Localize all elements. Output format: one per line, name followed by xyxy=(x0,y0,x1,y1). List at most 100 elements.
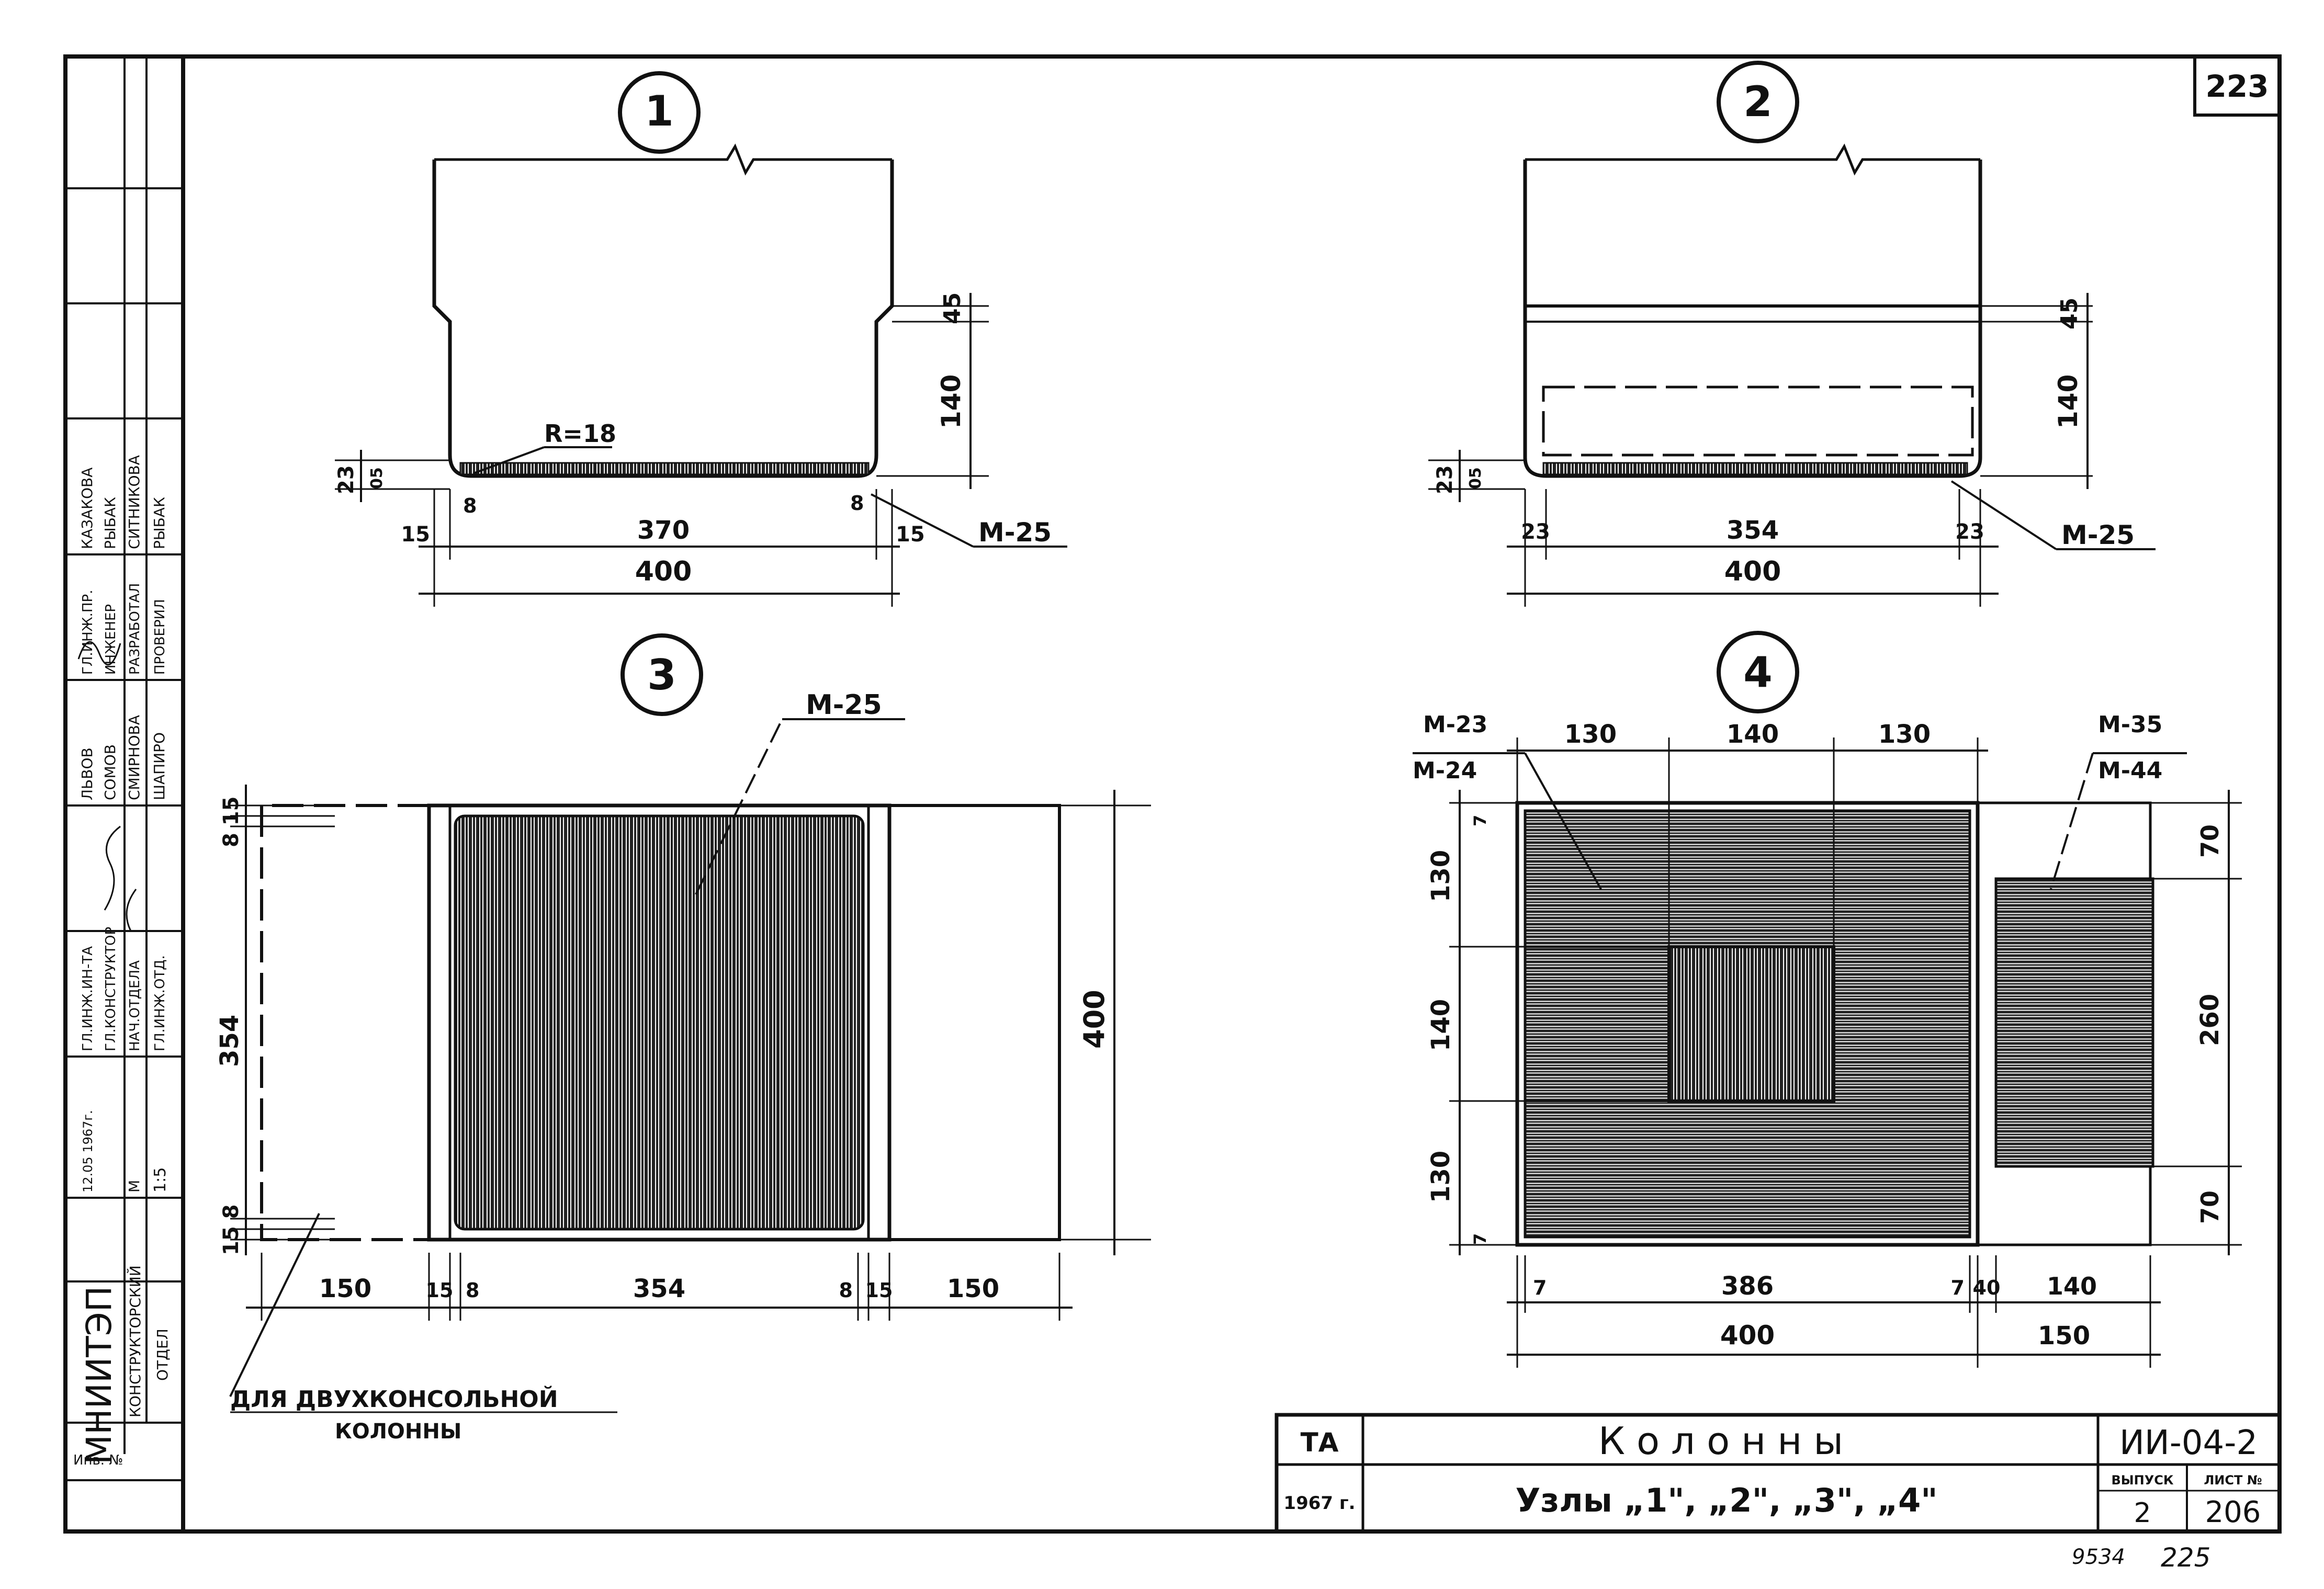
stamp-role-4: ПРОВЕРИЛ xyxy=(152,599,168,675)
console-note-line2: КОЛОННЫ xyxy=(335,1420,461,1444)
view-marker-3-label: 3 xyxy=(647,651,676,699)
stamp-name-3: СИТНИКОВА xyxy=(126,455,143,549)
stamp-dept-line2: ОТДЕЛ xyxy=(154,1329,171,1381)
stamp-name-5: ЛЬВОВ xyxy=(78,747,96,800)
title-year: 1967 г. xyxy=(1283,1493,1355,1514)
dim-3-8r: 8 xyxy=(839,1279,853,1302)
stamp-name-1: КАЗАКОВА xyxy=(78,468,96,549)
console-note-line1: ДЛЯ ДВУХКОНСОЛЬНОЙ xyxy=(230,1385,558,1413)
stamp-name-4: РЫБАК xyxy=(151,497,168,549)
stamp-scale-label: М xyxy=(126,1180,143,1193)
dim-3-15l: 15 xyxy=(426,1279,454,1302)
dim-4-b386: 386 xyxy=(1721,1272,1774,1301)
dim-4-l7a: 7 xyxy=(1470,815,1490,826)
break-line xyxy=(434,143,892,176)
view-marker-1-label: 1 xyxy=(645,87,674,135)
footer-page-number: 225 xyxy=(2161,1542,2210,1573)
stamp-name-2: РЫБАК xyxy=(101,497,119,549)
embedded-plate-M25-2 xyxy=(1542,462,1968,475)
dim-4-r70a: 70 xyxy=(2196,824,2224,858)
dim-4-b140: 140 xyxy=(2047,1272,2097,1300)
signature-scribble xyxy=(77,641,137,932)
dim-3-400: 400 xyxy=(1078,990,1111,1049)
mark-label-4r-top: M-35 xyxy=(2098,711,2162,738)
stamp-name-7: СМИРНОВА xyxy=(126,715,143,800)
page-number-box: 223 xyxy=(2193,55,2281,117)
sheet-number: 206 xyxy=(2205,1495,2261,1529)
view-marker-2-label: 2 xyxy=(1743,77,1773,126)
dim-4-t130b: 130 xyxy=(1878,720,1931,749)
column-face-3 xyxy=(427,803,892,1242)
view-4: 4 M-23 M-24 M-35 M-44 130 140 130 xyxy=(1413,631,2242,1368)
dim-1-15l: 15 xyxy=(401,523,430,547)
mark-label-4-top: M-23 xyxy=(1423,711,1487,738)
break-line-2 xyxy=(1525,143,1980,176)
dim-4-l130a: 130 xyxy=(1426,850,1456,902)
mark-label-4r-bottom: M-44 xyxy=(2098,757,2162,784)
console-outline-left xyxy=(260,804,429,1241)
stamp-date: 12.05 1967г. xyxy=(81,1110,95,1193)
title-series-code: ТА xyxy=(1301,1427,1339,1458)
dim-1-23: 23 xyxy=(334,465,358,494)
dim-2-23: 23 xyxy=(1433,465,1457,494)
embedded-plate-M25-3 xyxy=(454,814,865,1231)
drawing-subtitle: Узлы „1", „2", „3", „4" xyxy=(1515,1481,1937,1519)
sheet-label: ЛИСТ № xyxy=(2204,1473,2262,1488)
dim-1-400: 400 xyxy=(635,556,692,587)
drawing-title: Колонны xyxy=(1598,1419,1855,1463)
stamp-org: МНИИТЭП xyxy=(79,1286,119,1465)
dim-3-815: 8 15 xyxy=(219,797,243,847)
console-outline-right xyxy=(889,804,1061,1241)
dim-4-t140: 140 xyxy=(1727,720,1779,749)
dim-4-l130b: 130 xyxy=(1426,1151,1456,1203)
stamp-role-6: ГЛ.КОНСТРУКТОР xyxy=(103,927,119,1051)
view-marker-4 xyxy=(1717,631,1799,713)
view-marker-4-label: 4 xyxy=(1743,648,1773,697)
mark-label-1: M-25 xyxy=(978,517,1052,548)
dim-3-150l: 150 xyxy=(319,1274,371,1303)
issue-label: ВЫПУСК xyxy=(2112,1473,2174,1488)
sheet-frame xyxy=(63,54,2282,1534)
column-section-2 xyxy=(1523,160,1982,478)
stamp-role-8: ГЛ.ИНЖ.ОТД. xyxy=(152,955,168,1051)
mark-label-2: M-25 xyxy=(2061,520,2135,550)
dim-3-354v: 354 xyxy=(215,1015,244,1067)
stamp-dept-line1: КОНСТРУКТОРСКИЙ xyxy=(126,1265,144,1417)
dim-2-23l: 23 xyxy=(1521,520,1550,544)
dim-4-b400: 400 xyxy=(1720,1320,1775,1350)
title-block: ТА 1967 г. Колонны Узлы „1", „2", „3", „… xyxy=(1274,1413,2282,1534)
embedded-plate-M25 xyxy=(459,462,870,475)
dim-2-05: 05 xyxy=(1466,467,1485,489)
page-number: 223 xyxy=(2205,69,2269,104)
stamp-role-5: ГЛ.ИНЖ.ИН-ТА xyxy=(80,946,96,1051)
dim-2-45: 45 xyxy=(2056,298,2083,330)
dim-4-t130a: 130 xyxy=(1564,720,1617,749)
dim-1-140: 140 xyxy=(936,374,966,429)
dim-3-150r: 150 xyxy=(947,1274,999,1303)
dim-1-8r: 8 xyxy=(850,492,864,515)
dim-3-354h: 354 xyxy=(633,1274,685,1303)
stamp-role-3: РАЗРАБОТАЛ xyxy=(127,583,143,675)
stamp-inv-label: Инв. № xyxy=(73,1452,123,1468)
stamp-name-6: СОМОВ xyxy=(101,744,119,800)
doc-code: ИИ-04-2 xyxy=(2119,1424,2258,1462)
dim-3-158: 15 8 xyxy=(219,1205,243,1255)
dim-1-45: 45 xyxy=(939,292,966,324)
issue-number: 2 xyxy=(2134,1497,2151,1529)
dim-4-b150: 150 xyxy=(2038,1321,2090,1350)
dim-4-b7l: 7 xyxy=(1533,1276,1547,1299)
mark-label-4-bottom: M-24 xyxy=(1413,757,1477,784)
dim-4-b7r: 7 xyxy=(1951,1276,1965,1299)
dim-3-15r: 15 xyxy=(865,1279,893,1302)
view-marker-3 xyxy=(621,633,703,716)
dim-1-8l: 8 xyxy=(463,494,477,517)
stamp-role-7: НАЧ.ОТДЕЛА xyxy=(127,960,143,1051)
view-2: 2 45 140 23 05 23 354 23 400 M-25 xyxy=(1428,61,2156,607)
dim-2-354: 354 xyxy=(1727,516,1779,545)
plate-M35-M44 xyxy=(1994,877,2154,1168)
recess-outline-2 xyxy=(1542,385,1974,457)
view-marker-2 xyxy=(1717,61,1799,143)
dim-1-15r: 15 xyxy=(896,523,925,547)
side-stamp: ГЛ.ИНЖ.ПР. КАЗАКОВА ИНЖЕНЕР РЫБАК РАЗРАБ… xyxy=(65,187,183,1481)
dim-2-400: 400 xyxy=(1724,556,1781,587)
